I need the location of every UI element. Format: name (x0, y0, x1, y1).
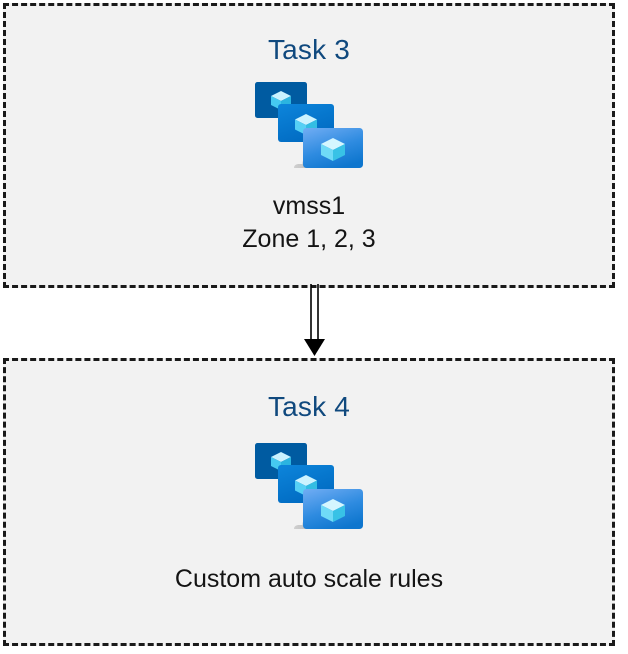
task-caption: Custom auto scale rules (175, 563, 443, 596)
task-title: Task 4 (267, 391, 351, 422)
caption-line: Zone 1, 2, 3 (242, 225, 376, 253)
task-box-content: Task 4 (6, 361, 612, 643)
vm-scale-set-icon (249, 439, 369, 539)
task-box-task4[interactable]: Task 4 (3, 358, 615, 646)
caption-line: vmss1 (272, 192, 346, 220)
task-caption: vmss1 Zone 1, 2, 3 (242, 190, 375, 256)
connector-arrow-task3-to-task4 (295, 284, 335, 362)
task-box-content: Task 3 (6, 6, 612, 285)
vm-scale-set-icon (249, 78, 369, 178)
task-title: Task 3 (267, 34, 351, 65)
caption-line: Custom auto scale rules (174, 565, 444, 593)
task-box-task3[interactable]: Task 3 (3, 3, 615, 288)
